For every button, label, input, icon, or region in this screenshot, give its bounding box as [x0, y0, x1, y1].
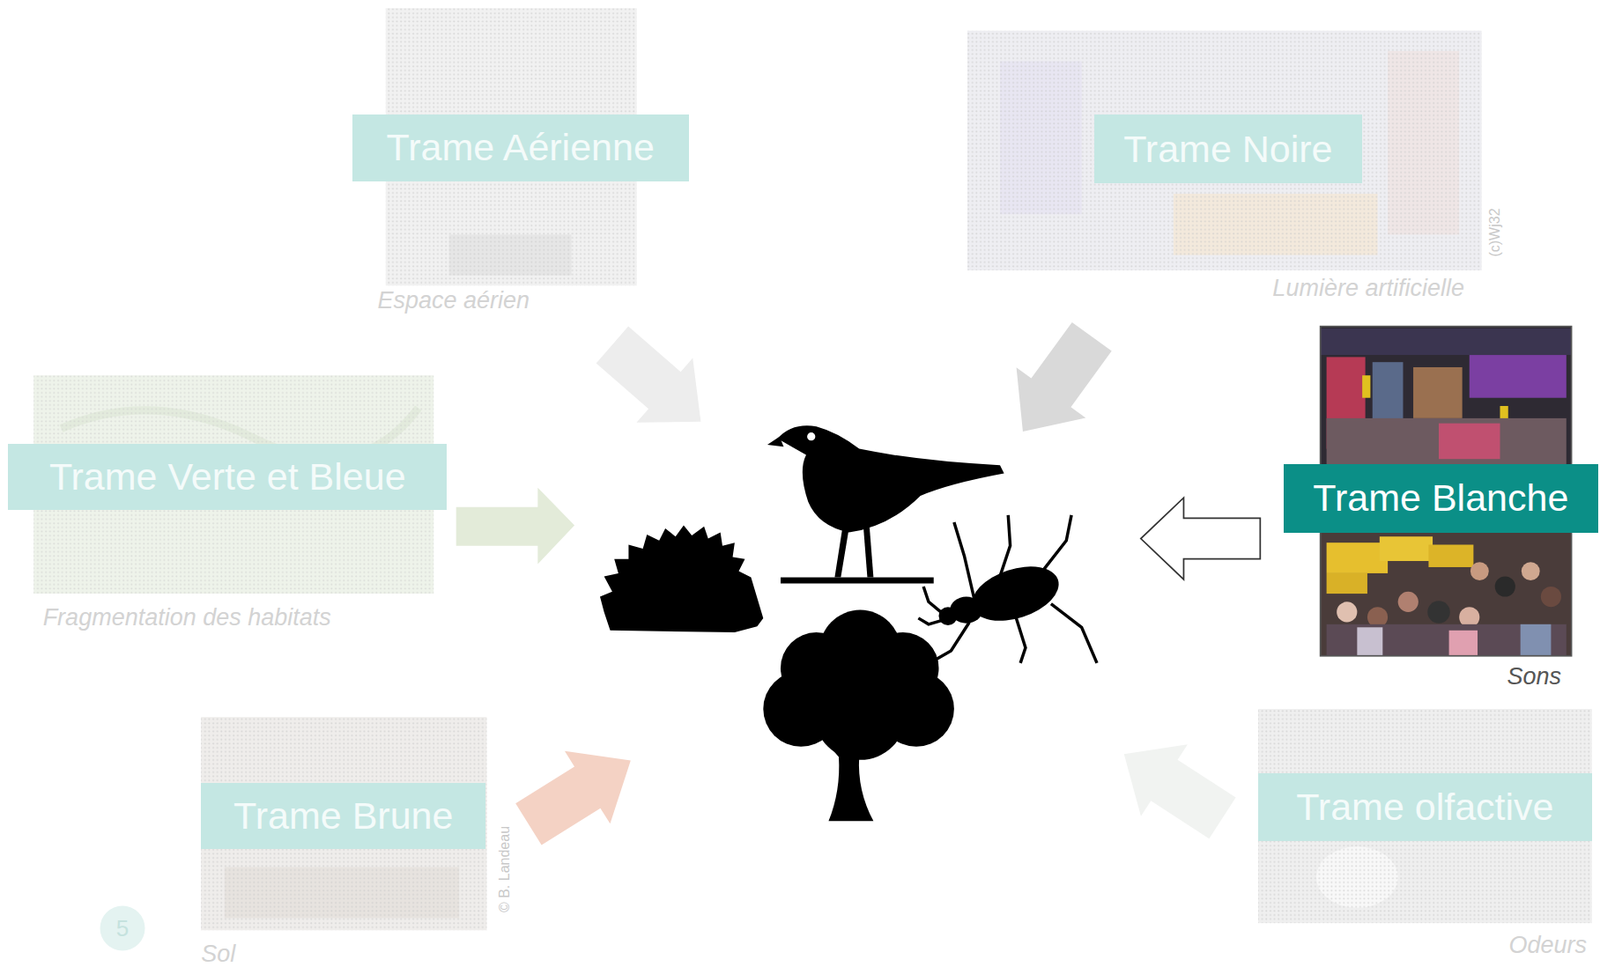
trame-title: Trame Blanche: [1312, 479, 1569, 518]
trame-box: Trame BruneSol: [200, 783, 486, 849]
trame-box: Trame Verte et BleueFragmentation des ha…: [7, 444, 447, 511]
trame-title: Trame olfactive: [1296, 788, 1554, 827]
hedgehog-silhouette: [600, 525, 763, 633]
trame-title: Trame Verte et Bleue: [49, 458, 407, 497]
bird-silhouette: [767, 425, 1005, 584]
photo-credit: © B. Landeau: [496, 826, 513, 913]
slide-number: 5: [99, 905, 145, 951]
trame-caption: Lumière artificielle: [1272, 275, 1465, 303]
tree-silhouette: [762, 610, 955, 823]
trame-caption: Espace aérien: [377, 288, 531, 315]
photo-credit: (c)Wj32: [1487, 207, 1504, 257]
trame-caption: Sons: [1506, 664, 1562, 691]
beetle-silhouette: [918, 515, 1097, 664]
trame-box: Trame AérienneEspace aérien: [352, 114, 689, 182]
trame-title: Trame Noire: [1123, 130, 1333, 169]
faded-photo: [967, 30, 1482, 271]
arrow: [1140, 497, 1261, 580]
faded-photo: [33, 375, 434, 594]
arrow: [505, 724, 653, 861]
trame-box: Trame BlancheSons: [1283, 464, 1599, 534]
arrow: [988, 311, 1127, 458]
faded-photo: [1258, 709, 1593, 924]
trame-box: Trame NoireLumière artificielle: [1094, 114, 1363, 185]
faded-photo: [200, 717, 487, 931]
arrow: [1100, 718, 1246, 855]
arrow: [456, 488, 575, 565]
trame-caption: Fragmentation des habitats: [43, 605, 332, 632]
trame-title: Trame Brune: [233, 797, 453, 836]
trame-box: Trame olfactiveOdeurs: [1258, 773, 1593, 843]
trame-caption: Sol: [200, 941, 236, 967]
trame-caption: Odeurs: [1508, 933, 1587, 960]
trame-title: Trame Aérienne: [385, 128, 654, 167]
arrow: [584, 312, 729, 455]
